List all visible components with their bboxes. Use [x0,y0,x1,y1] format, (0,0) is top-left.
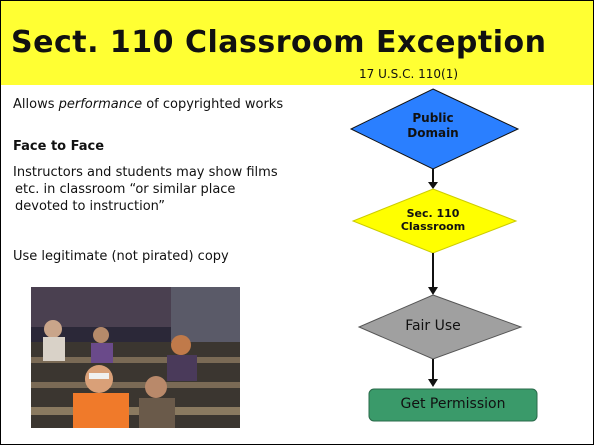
connector-2-arrowhead [428,287,438,295]
flowchart-shapes [349,88,538,422]
get-permission-box [368,388,538,422]
classroom-label-line2: Classroom [400,220,466,233]
classroom-label-line1: Sec. 110 [406,207,460,220]
public-domain-label-line1: Public [412,111,454,125]
connector-1-arrowhead [428,182,438,189]
instructors-paragraph: Instructors and students may show films … [13,164,343,215]
public-domain-label: Public Domain [393,111,473,141]
fair-use-label: Fair Use [405,318,461,334]
line1-start: Allows [13,97,59,112]
connector-3-arrowhead [428,379,438,387]
classroom-photo-illustration [31,287,240,428]
get-permission-label: Get Permission [400,396,506,412]
slide-title: Sect. 110 Classroom Exception [11,25,547,60]
legitimate-copy-line: Use legitimate (not pirated) copy [13,249,229,264]
body-line-3: devoted to instruction” [15,199,165,214]
slide-subtitle: 17 U.S.C. 110(1) [359,67,459,81]
allows-performance-line: Allows performance of copyrighted works [13,96,283,113]
body-line-2: etc. in classroom “or similar place [15,182,236,197]
line1-end: of copyrighted works [142,97,284,112]
face-to-face-heading: Face to Face [13,139,105,154]
classroom-label: Sec. 110 Classroom [393,207,473,233]
flowchart: Public Domain Sec. 110 Classroom Fair Us… [341,81,591,436]
classroom-photo [31,287,240,428]
performance-emphasis: performance [58,97,143,112]
body-line-1: Instructors and students may show films [13,165,278,180]
public-domain-label-line2: Domain [407,126,459,140]
title-bar: Sect. 110 Classroom Exception 17 U.S.C. … [1,1,593,85]
